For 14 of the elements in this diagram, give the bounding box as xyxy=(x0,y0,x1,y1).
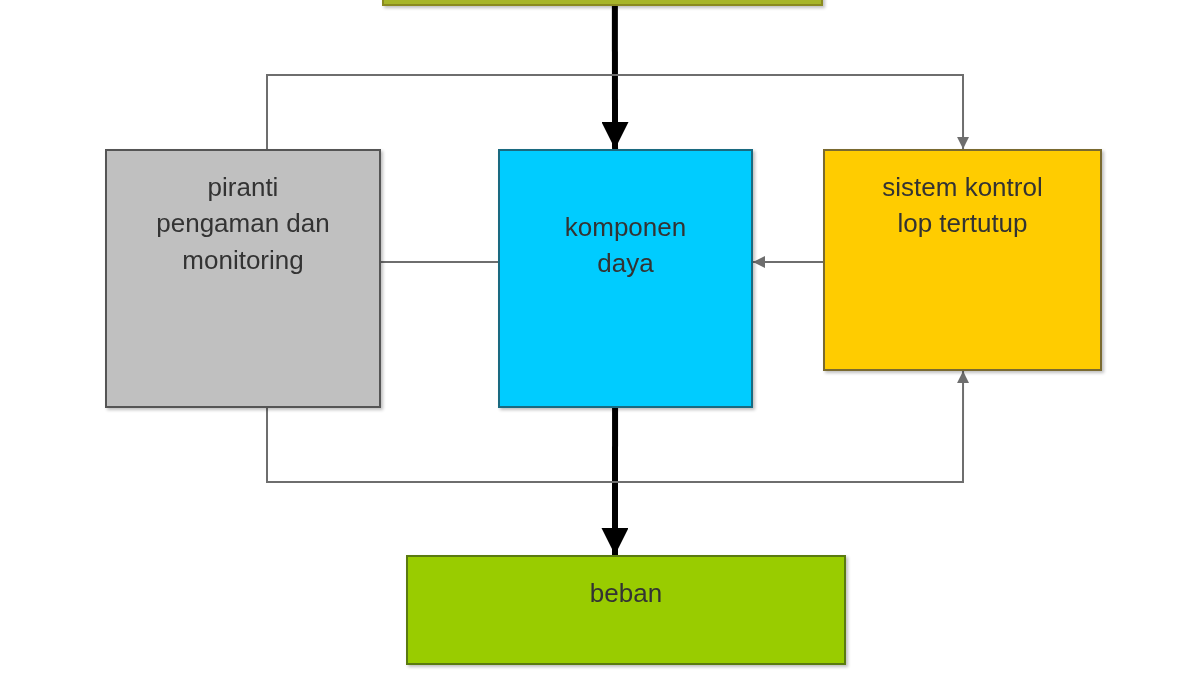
thick-arrow xyxy=(601,6,629,149)
process-box xyxy=(105,149,381,408)
arrow xyxy=(266,370,970,483)
box-label: sistem kontrol lop tertutup xyxy=(881,171,1044,241)
box-label: beban xyxy=(588,577,664,610)
connector-line xyxy=(380,261,499,263)
thick-arrow xyxy=(601,408,629,555)
arrow xyxy=(266,74,970,150)
box-label: komponen daya xyxy=(563,211,688,281)
process-box xyxy=(406,555,846,665)
arrow xyxy=(752,256,824,268)
process-box xyxy=(498,149,753,408)
box-label: piranti pengaman dan monitoring xyxy=(155,171,331,277)
process-box xyxy=(823,149,1102,371)
